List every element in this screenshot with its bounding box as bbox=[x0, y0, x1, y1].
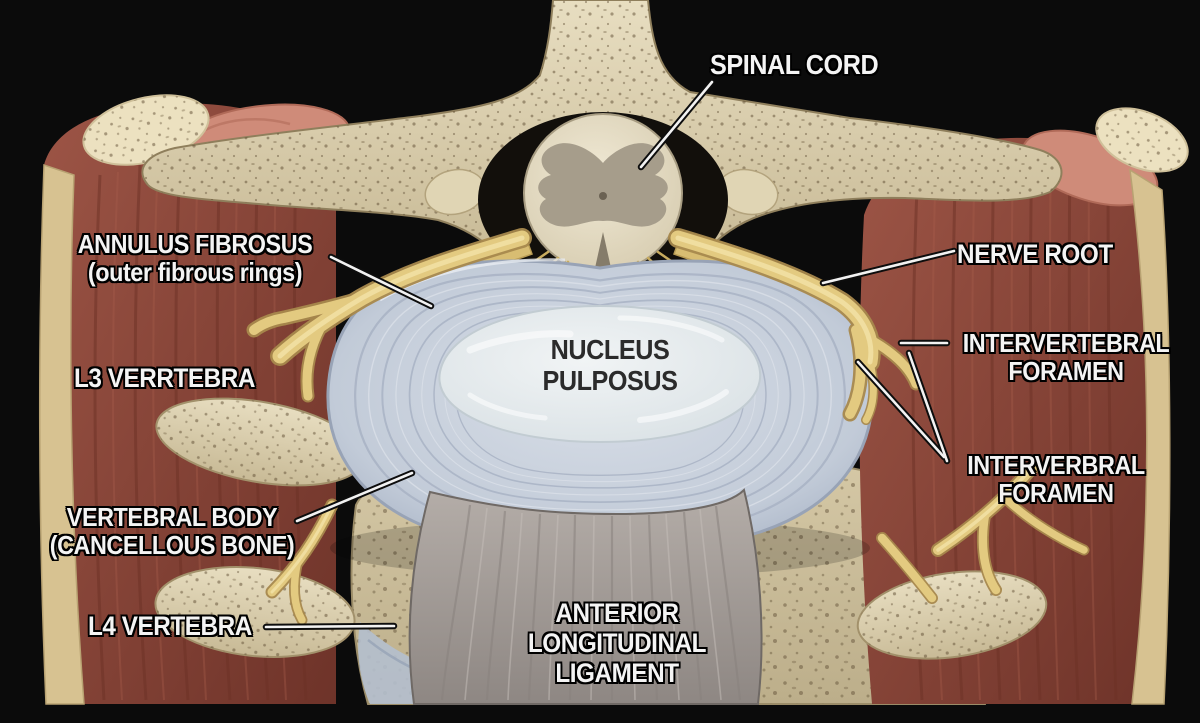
label-annulus-fibrosus-line1: ANNULUS FIBROSUS bbox=[77, 229, 313, 259]
leader-intervertebral-foramen-lower-b bbox=[907, 351, 949, 463]
bottom-bar bbox=[0, 706, 1200, 723]
label-anterior-longitudinal-ligament-line2: LONGITUDINAL bbox=[527, 628, 707, 659]
label-anterior-longitudinal-ligament-line1: ANTERIOR bbox=[555, 598, 679, 628]
right-fascia-rim bbox=[1129, 168, 1171, 705]
label-vertebral-body-line2: (CANCELLOUS BONE) bbox=[49, 529, 295, 560]
label-intervertebral-foramen-lower: INTERVERBRAL FORAMEN bbox=[921, 450, 1191, 508]
label-nucleus-pulposus: NUCLEUS PULPOSUS bbox=[475, 334, 745, 397]
label-vertebral-body-line1: VERTEBRAL BODY bbox=[66, 502, 278, 532]
label-intervertebral-foramen-upper: INTERVERTEBRAL FORAMEN bbox=[931, 328, 1200, 386]
label-nucleus-pulposus-line1: NUCLEUS bbox=[550, 334, 670, 365]
left-fascia-rim bbox=[38, 163, 85, 705]
leader-nerve-root bbox=[821, 249, 956, 285]
label-l4-vertebra: L4 VERTEBRA bbox=[88, 611, 252, 641]
label-anterior-longitudinal-ligament: ANTERIOR LONGITUDINAL LIGAMENT bbox=[482, 598, 752, 689]
leader-l4-vertebra bbox=[264, 624, 396, 629]
label-annulus-fibrosus: ANNULUS FIBROSUS (outer fibrous rings) bbox=[60, 229, 330, 287]
label-nucleus-pulposus-line2: PULPOSUS bbox=[542, 364, 678, 396]
label-nerve-root: NERVE ROOT bbox=[957, 239, 1113, 269]
leader-spinal-cord bbox=[639, 80, 714, 169]
label-intervertebral-foramen-upper-line1: INTERVERTEBRAL bbox=[962, 328, 1170, 358]
leader-lines bbox=[262, 78, 958, 631]
label-intervertebral-foramen-lower-line2: FORAMEN bbox=[998, 477, 1114, 508]
label-anterior-longitudinal-ligament-line3: LIGAMENT bbox=[555, 658, 679, 689]
label-vertebral-body: VERTEBRAL BODY (CANCELLOUS BONE) bbox=[37, 502, 307, 560]
ligament-illustration bbox=[408, 488, 763, 705]
label-intervertebral-foramen-lower-line1: INTERVERBRAL bbox=[967, 450, 1145, 480]
leader-vertebral-body bbox=[295, 471, 414, 523]
leader-annulus-fibrosus bbox=[329, 255, 433, 308]
label-annulus-fibrosus-line2: (outer fibrous rings) bbox=[87, 256, 303, 287]
label-intervertebral-foramen-upper-line2: FORAMEN bbox=[1008, 355, 1124, 386]
nerve-roots-illustration bbox=[246, 228, 1090, 626]
leader-intervertebral-foramen-lower-a bbox=[856, 360, 946, 459]
gray-matter-butterfly bbox=[538, 143, 668, 227]
label-l3-vertebra: L3 VERRTEBRA bbox=[74, 363, 255, 393]
label-spinal-cord: SPINAL CORD bbox=[710, 49, 879, 80]
